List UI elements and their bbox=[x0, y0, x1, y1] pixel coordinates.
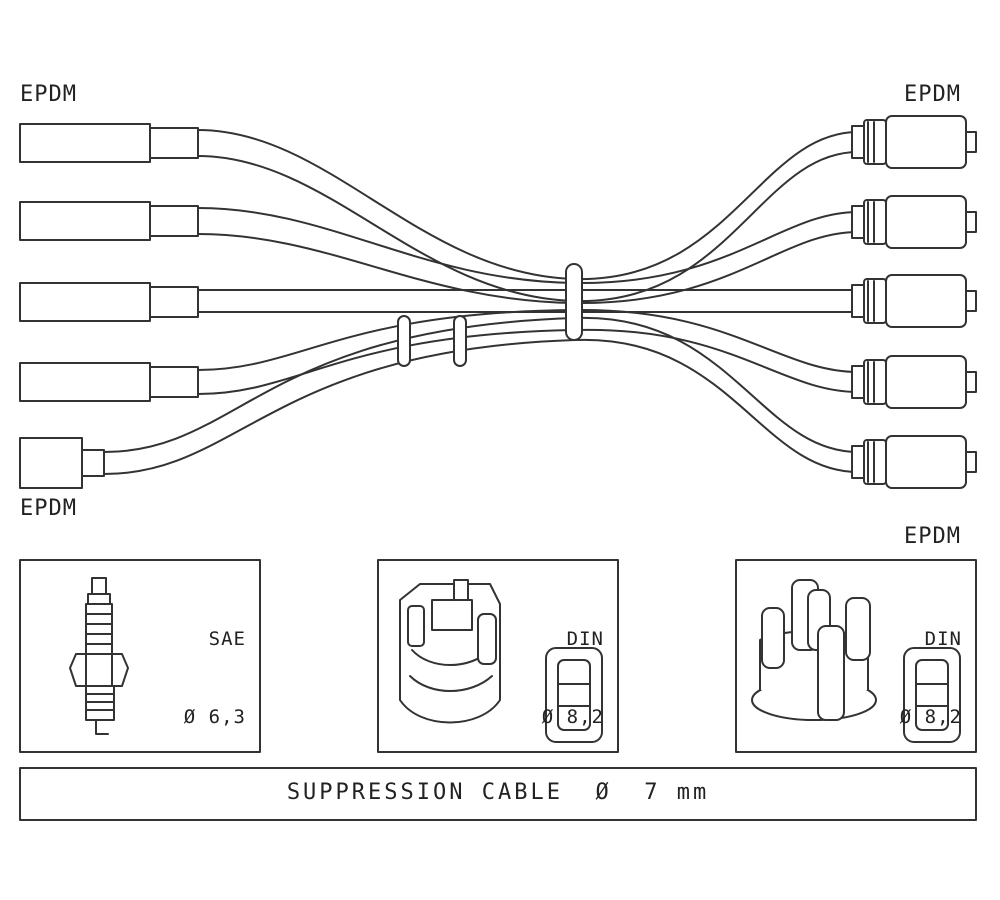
footer-box bbox=[19, 767, 977, 821]
right-boot-1 bbox=[851, 115, 977, 169]
left-boot-1 bbox=[19, 123, 199, 163]
cable-4 bbox=[197, 308, 859, 395]
panel-3-standard: DIN bbox=[924, 628, 962, 650]
left-boot-2 bbox=[19, 201, 199, 241]
din-terminal-icon-2 bbox=[903, 647, 961, 743]
footer-text: SUPPRESSION CABLE Ø 7 mm bbox=[286, 780, 710, 805]
distributor-cap-icon bbox=[751, 579, 877, 721]
spark-plug-icon bbox=[69, 577, 129, 735]
label-epdm-top-right: EPDM bbox=[904, 82, 961, 107]
cable-1 bbox=[197, 129, 859, 303]
panel-2-diameter: Ø 8,2 bbox=[541, 706, 604, 728]
din-terminal-icon-1 bbox=[545, 647, 603, 743]
right-boot-5 bbox=[851, 435, 977, 489]
panel-1-diameter: Ø 6,3 bbox=[183, 706, 246, 728]
panel-ignition-coil bbox=[377, 559, 619, 753]
right-boot-4 bbox=[851, 355, 977, 409]
cable-2 bbox=[197, 207, 859, 305]
panel-2-standard: DIN bbox=[566, 628, 604, 650]
left-boot-4 bbox=[19, 362, 199, 402]
panel-1-standard: SAE bbox=[208, 628, 246, 650]
ignition-coil-icon bbox=[399, 579, 501, 724]
cable-clip-small-1 bbox=[397, 315, 411, 367]
label-epdm-bottom-left: EPDM bbox=[20, 496, 77, 521]
label-epdm-top-left: EPDM bbox=[20, 82, 77, 107]
cable-clip-large bbox=[565, 263, 583, 341]
panel-3-spec: DIN Ø 8,2 bbox=[886, 574, 962, 756]
panel-1-spec: SAE Ø 6,3 bbox=[170, 574, 246, 756]
right-boot-3 bbox=[851, 274, 977, 328]
panel-distributor-cap bbox=[735, 559, 977, 753]
left-boot-3 bbox=[19, 282, 199, 322]
panel-3-diameter: Ø 8,2 bbox=[899, 706, 962, 728]
right-boot-2 bbox=[851, 195, 977, 249]
panel-spark-plug bbox=[19, 559, 261, 753]
left-boot-5 bbox=[19, 437, 105, 489]
cable-clip-small-2 bbox=[453, 315, 467, 367]
label-epdm-mid-right: EPDM bbox=[904, 524, 961, 549]
cable-5 bbox=[103, 316, 859, 475]
panel-2-spec: DIN Ø 8,2 bbox=[528, 574, 604, 756]
